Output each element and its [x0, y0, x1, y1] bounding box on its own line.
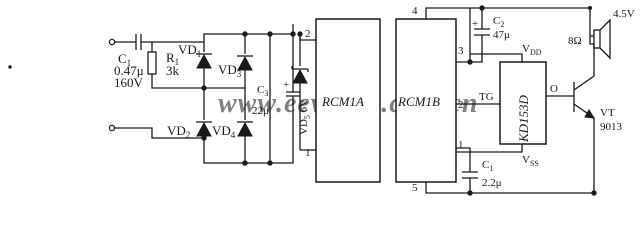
ic-rcm1a-name: RCM1A [321, 94, 364, 109]
diode-vd3-label: VD3 [218, 62, 242, 79]
ic-kd153d-pin-tg: TG [479, 91, 494, 103]
ic-kd153d-name: KD153D [516, 94, 531, 143]
ic-rcm1a [315, 18, 381, 183]
supply-capacitor-ref: C2 [493, 15, 504, 29]
input-capacitor-ref: C1 [118, 51, 131, 68]
ic-rcm1b-pin-top: 4 [412, 5, 418, 17]
timing-capacitor [456, 147, 478, 196]
transistor-part: 9013 [600, 121, 623, 133]
diode-vd3-icon [237, 55, 253, 71]
zener-diode-label: VD5 6V [298, 99, 312, 135]
ic-rcm1b-pin-mid-bottom: 1 [458, 139, 464, 151]
input-resistor [147, 42, 204, 89]
supply-voltage: 4.5V [613, 8, 635, 20]
ic-kd153d-pin-out: O [550, 83, 558, 95]
scan-speck [8, 65, 12, 69]
diode-vd1-label: VD1 [178, 42, 201, 59]
diode-vd4-label: VD4 [212, 123, 236, 140]
ic-rcm1b-pin-right: 2 [458, 99, 464, 111]
ic-rcm1b-name: RCM1B [397, 94, 440, 109]
ic-rcm1a-pin-top: 2 [305, 28, 311, 40]
transistor-ref: VT [600, 107, 615, 119]
filter-capacitor-ref: C3 [257, 84, 268, 98]
input-capacitor-voltage: 160V [114, 75, 144, 90]
diode-vd1-icon [196, 53, 212, 69]
speaker [588, 6, 611, 60]
supply-capacitor [456, 5, 490, 65]
filter-capacitor-value: 22μ [252, 105, 269, 117]
zener-diode-icon [292, 68, 308, 84]
zener-diode [290, 24, 316, 151]
ac-input-terminal-bottom [108, 124, 116, 132]
input-capacitor-value: 0.47μ [114, 63, 144, 78]
ac-input-terminals [108, 38, 116, 132]
ac-input-terminal-top [108, 38, 116, 46]
speaker-icon [593, 29, 601, 49]
timing-capacitor-value: 2.2μ [482, 177, 502, 189]
supply-capacitor-value: 47μ [493, 29, 510, 41]
ground-node [591, 190, 597, 196]
circuit-schematic: www.eeworld.com.cn C1 0.47μ 160V R1 3k [8, 5, 635, 196]
input-resistor-ref: R1 [166, 50, 179, 67]
ic-rcm1b-pin-bottom: 5 [412, 182, 418, 194]
ic-rcm1b [395, 18, 457, 183]
supply-capacitor-plus: + [472, 18, 478, 30]
filter-capacitor-plus: + [283, 79, 289, 91]
ic-rcm1b-pin-mid-top: 3 [458, 45, 464, 57]
ic-kd153d-vss-label: VSS [522, 154, 539, 168]
diode-vd2-icon [196, 121, 212, 137]
transistor-emitter-arrow-icon [584, 109, 595, 119]
timing-capacitor-ref: C1 [482, 159, 493, 173]
speaker-impedance: 8Ω [568, 35, 582, 47]
input-resistor-value: 3k [166, 63, 180, 78]
output-transistor [546, 60, 595, 193]
ic-kd153d [499, 61, 547, 145]
diode-vd4-icon [237, 121, 253, 137]
ic-rcm1a-pin-bottom: 1 [305, 147, 311, 159]
ac-input-return-wire [115, 127, 204, 139]
ic-kd153d-vdd-label: VDD [522, 43, 542, 57]
diode-vd2-label: VD2 [167, 123, 190, 140]
input-capacitor [115, 34, 170, 50]
